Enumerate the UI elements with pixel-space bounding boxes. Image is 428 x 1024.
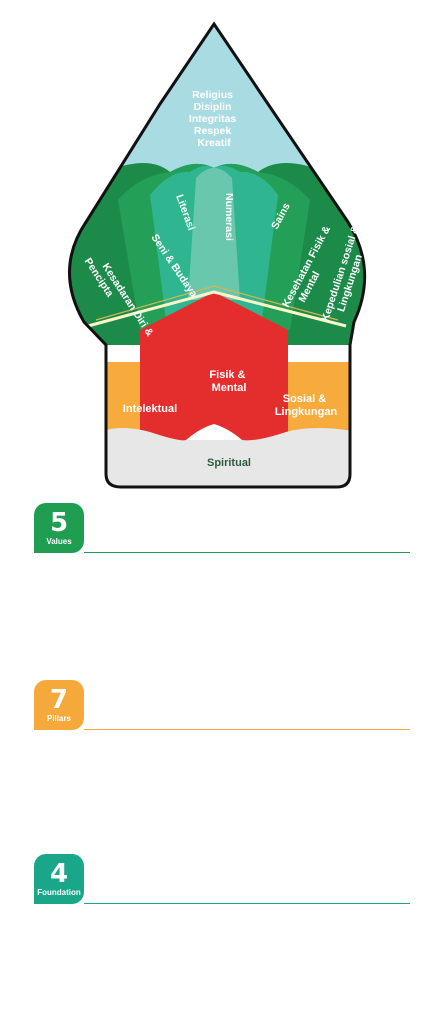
pillars-count: 7	[49, 685, 69, 715]
foundation-fisik-line2: Mental	[212, 382, 247, 394]
value-disiplin: Disiplin	[194, 101, 232, 113]
foundation-spiritual-label: Spiritual	[207, 457, 251, 469]
foundation-intelektual-label: Intelektual	[123, 403, 177, 415]
foundation-fisik	[140, 292, 288, 452]
svg-text:Sosial & Lingkungan: Sosial & Lingkungan	[275, 393, 338, 418]
foundation-caption: Foundation	[37, 888, 81, 897]
values-count: 5	[49, 508, 69, 538]
value-respek: Respek	[194, 125, 232, 137]
foundation-sosial-line2: Lingkungan	[275, 406, 338, 418]
foundation-section: 4 Foundation	[34, 854, 410, 904]
pillars-section: 7 Pillars	[34, 680, 410, 730]
foundation-count: 4	[49, 859, 69, 889]
pillars-badge: 7 Pillars	[34, 680, 84, 730]
gunungan-outline	[68, 21, 367, 489]
gold-chevron	[87, 290, 347, 328]
foundation-fisik-line1: Fisik &	[209, 369, 245, 381]
values-caption: Values	[46, 537, 72, 546]
values-divider	[84, 551, 410, 553]
pillars-caption: Pillars	[46, 714, 71, 723]
foundation-spiritual	[100, 428, 358, 487]
value-religius: Religius	[192, 89, 233, 101]
value-kreatif: Kreatif	[197, 137, 231, 149]
svg-text:Religius Disiplin Inte: Religius Disiplin Integritas Respek Krea…	[189, 89, 239, 149]
foundation-badge: 4 Foundation	[34, 854, 84, 904]
foundation-sosial-line1: Sosial &	[283, 393, 326, 405]
values-section: 5 Values	[34, 503, 410, 553]
gold-chevron-inner	[95, 285, 339, 321]
pillars-divider	[84, 728, 410, 730]
pillar-band-center	[188, 168, 240, 300]
foundation-divider	[84, 902, 410, 904]
value-integritas: Integritas	[189, 113, 236, 125]
pillar-numerasi: Numerasi	[223, 193, 235, 241]
svg-text:Fisik & Mental: Fisik & Mental	[209, 369, 248, 394]
values-badge: 5 Values	[34, 503, 84, 553]
gunungan-diagram: Religius Disiplin Integritas Respek Krea…	[68, 21, 367, 489]
